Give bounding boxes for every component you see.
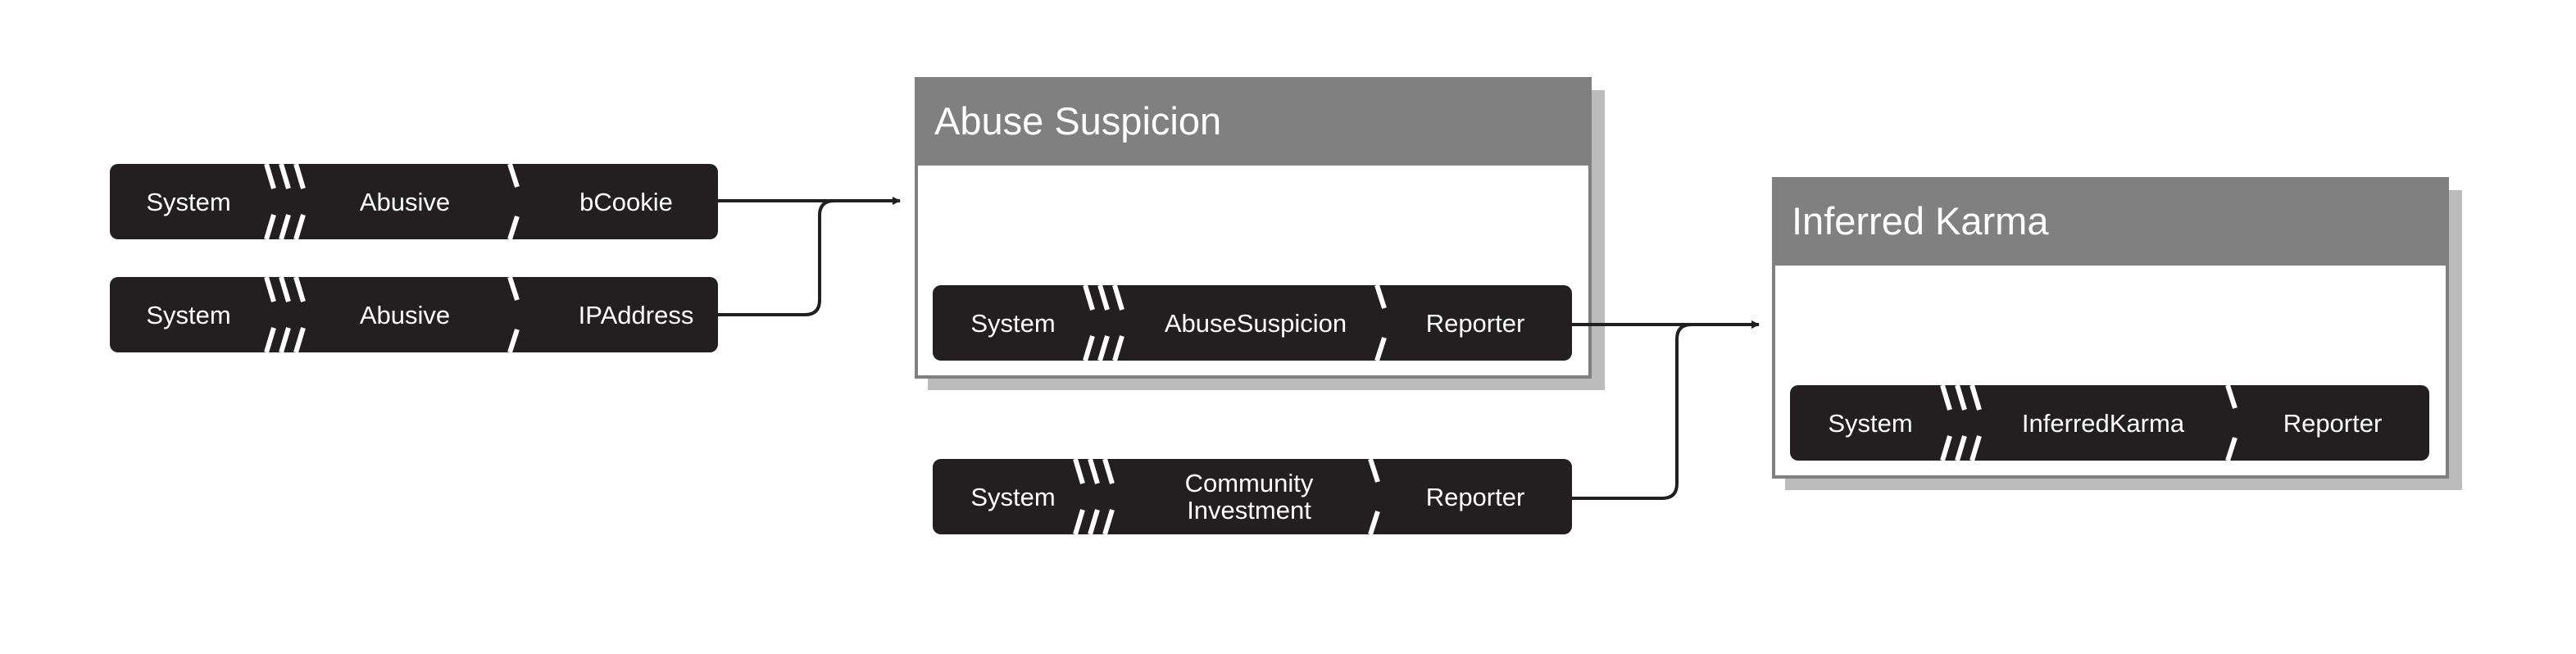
separator-single bbox=[507, 163, 520, 240]
separator-single bbox=[2225, 384, 2238, 461]
category-label-line1: Community bbox=[1185, 469, 1314, 497]
source-label: System bbox=[970, 483, 1055, 511]
key-label: Reporter bbox=[1426, 483, 1525, 511]
separator-single bbox=[1374, 284, 1387, 361]
separator-triple bbox=[1083, 284, 1124, 361]
abuse-suspicion-box: Abuse Suspicion bbox=[915, 77, 1605, 390]
separator-triple bbox=[1940, 384, 1982, 461]
inferred-karma-title: Inferred Karma bbox=[1792, 199, 2049, 243]
pill-background bbox=[933, 459, 1572, 534]
separator-triple bbox=[264, 163, 306, 240]
pill-system-abusive-ipaddress: System Abusive IPAddress bbox=[110, 276, 718, 353]
pill-system-inferredkarma-reporter: System InferredKarma Reporter bbox=[1790, 384, 2429, 461]
separator-single bbox=[507, 276, 520, 353]
connector-ipaddress bbox=[718, 199, 835, 316]
source-label: System bbox=[970, 309, 1055, 338]
key-label: bCookie bbox=[579, 188, 673, 216]
source-label: System bbox=[146, 188, 230, 216]
box-header bbox=[1772, 177, 2449, 266]
category-label-line2: Investment bbox=[1187, 496, 1311, 525]
pill-system-community-investment-reporter: System Community Investment Reporter bbox=[933, 458, 1572, 535]
pill-background bbox=[110, 277, 718, 352]
separator-triple bbox=[264, 276, 306, 353]
connector-community-investment bbox=[1572, 323, 1692, 500]
key-label: Reporter bbox=[2283, 409, 2383, 438]
category-label: AbuseSuspicion bbox=[1165, 309, 1347, 338]
box-header bbox=[915, 77, 1592, 166]
separator-triple bbox=[1073, 458, 1115, 535]
category-label: InferredKarma bbox=[2022, 409, 2185, 438]
category-label: Abusive bbox=[360, 188, 450, 216]
source-label: System bbox=[1828, 409, 1912, 438]
separator-single bbox=[1368, 458, 1380, 535]
pill-system-abusive-bcookie: System Abusive bCookie bbox=[110, 163, 718, 240]
key-label: IPAddress bbox=[579, 301, 694, 329]
key-label: Reporter bbox=[1426, 309, 1525, 338]
category-label: Abusive bbox=[360, 301, 450, 329]
pill-background bbox=[110, 164, 718, 239]
pill-system-abusesuspicion-reporter: System AbuseSuspicion Reporter bbox=[933, 284, 1572, 361]
connectors bbox=[718, 197, 1760, 500]
source-label: System bbox=[146, 301, 230, 329]
abuse-suspicion-title: Abuse Suspicion bbox=[934, 99, 1221, 143]
